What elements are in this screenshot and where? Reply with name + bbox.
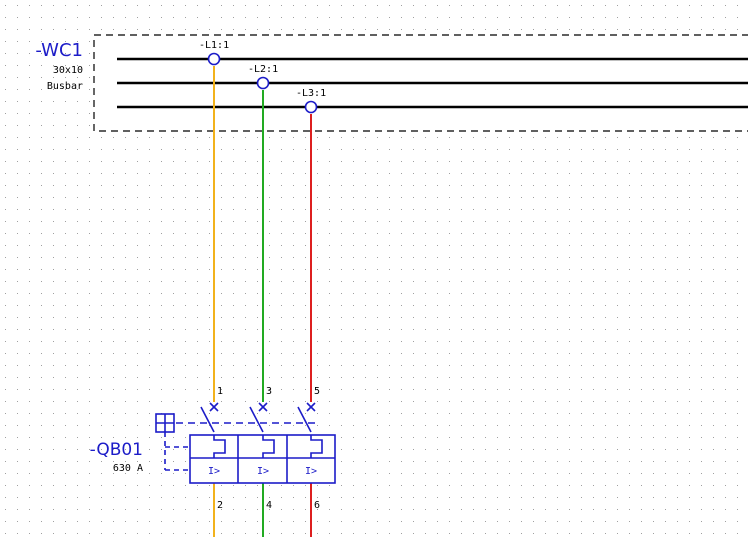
terminal-1: 1 xyxy=(217,386,223,397)
breaker-body xyxy=(189,434,336,484)
tap-points: -L1:1 -L2:1 -L3:1 xyxy=(199,40,326,114)
terminal-5: 5 xyxy=(314,386,320,397)
trip-label-2: I> xyxy=(257,466,269,477)
switch-blades xyxy=(200,406,312,433)
trip-label-1: I> xyxy=(208,466,220,477)
busbar-size: 30x10 xyxy=(53,65,83,76)
trip-label-3: I> xyxy=(305,466,317,477)
terminal-3: 3 xyxy=(266,386,272,397)
terminal-4: 4 xyxy=(266,500,272,511)
busbar-tag: -WC1 xyxy=(35,40,83,61)
tap-circle-l2[interactable] xyxy=(256,76,270,90)
tap-circle-l1[interactable] xyxy=(207,52,221,66)
terminal-6: 6 xyxy=(314,500,320,511)
tap-label-l3: -L3:1 xyxy=(296,88,326,99)
tap-circle-l3[interactable] xyxy=(304,100,318,114)
breaker-tag: -QB01 xyxy=(90,440,143,460)
thermal-trip-symbols xyxy=(213,435,323,458)
terminal-2: 2 xyxy=(217,500,223,511)
busbar-wc1[interactable]: -WC1 30x10 Busbar xyxy=(35,34,748,132)
breaker-qb01[interactable]: 1 3 5 xyxy=(90,386,336,511)
busbar-type: Busbar xyxy=(47,81,83,92)
tap-label-l1: -L1:1 xyxy=(199,40,229,51)
contact-x-marks xyxy=(209,402,316,412)
wires xyxy=(213,66,312,537)
breaker-rating: 630 A xyxy=(113,463,143,474)
tap-label-l2: -L2:1 xyxy=(248,64,278,75)
manual-operator-icon[interactable] xyxy=(155,413,175,433)
